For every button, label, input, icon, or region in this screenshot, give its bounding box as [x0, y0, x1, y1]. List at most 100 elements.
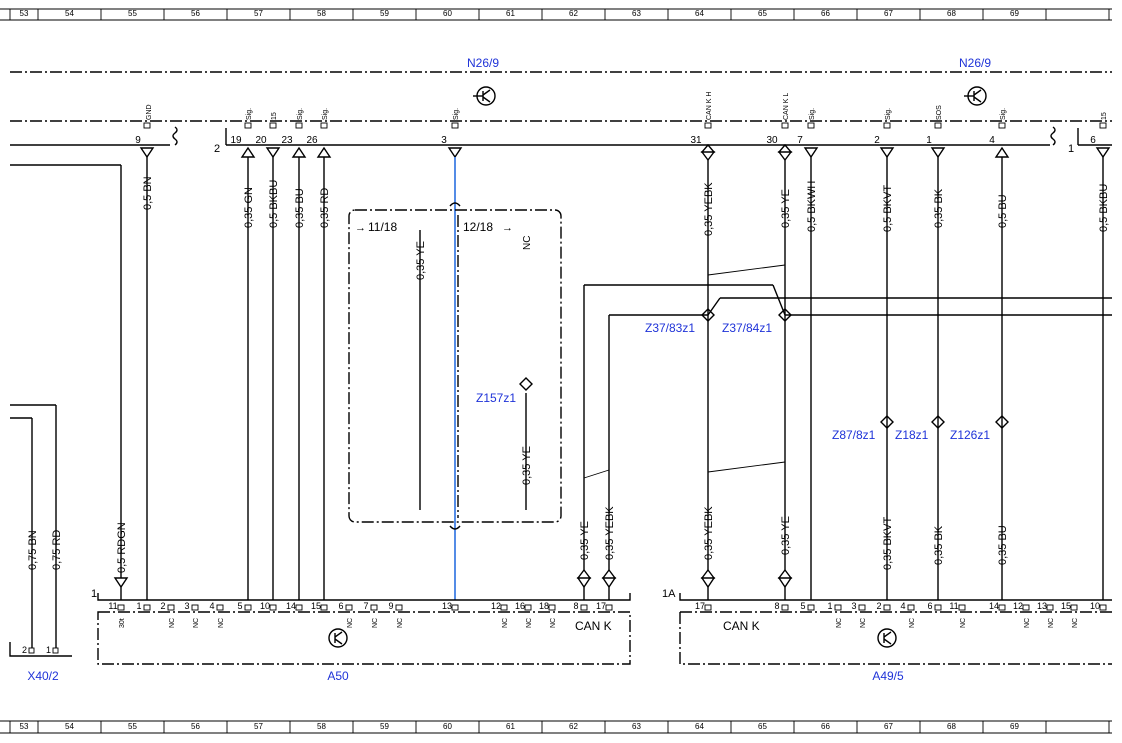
- svg-text:CAN K L: CAN K L: [783, 93, 790, 120]
- wire-label: 0,35 YE: [579, 521, 591, 560]
- bottom-grid-ruler: [0, 720, 1112, 734]
- connector-arrow-icon: [139, 143, 1111, 162]
- wire-label: 0,35 RD: [319, 188, 331, 228]
- a49-5-label: A49/5: [872, 669, 904, 683]
- grid-column-label: 67: [884, 9, 893, 18]
- module-pin: 15: [311, 601, 328, 611]
- svg-text:1: 1: [926, 135, 932, 146]
- svg-text:16: 16: [515, 601, 525, 611]
- grid-column-label: 61: [506, 9, 515, 18]
- module-pin: 4NC: [209, 601, 225, 628]
- svg-text:NC: NC: [1048, 618, 1055, 628]
- x40-2-label: X40/2: [27, 669, 59, 683]
- svg-text:NC: NC: [909, 618, 916, 628]
- svg-text:7: 7: [363, 601, 368, 611]
- grid-column-label: 64: [695, 722, 704, 731]
- svg-text:5: 5: [237, 601, 242, 611]
- wire-label: 0,35 BK: [933, 188, 945, 228]
- wire-label: 0,35 YEBK: [703, 506, 715, 560]
- transistor-icon: [877, 628, 897, 648]
- grid-column-label: 56: [191, 9, 200, 18]
- grid-column-label: 65: [758, 9, 767, 18]
- svg-text:8: 8: [573, 601, 578, 611]
- svg-text:11: 11: [108, 601, 117, 611]
- grid-column-label: 67: [884, 722, 893, 731]
- svg-text:15: 15: [311, 601, 321, 611]
- grid-column-label: 59: [380, 722, 389, 731]
- grid-column-label: 69: [1010, 722, 1019, 731]
- wire-label: 0,35 BKVT: [882, 517, 894, 570]
- svg-text:1: 1: [91, 588, 97, 600]
- connector-2-label: 2: [214, 143, 220, 155]
- svg-text:2: 2: [22, 645, 27, 655]
- nc-label: NC: [522, 236, 533, 250]
- transistor-icon: [964, 86, 987, 106]
- wire-label: 0,35 BU: [997, 525, 1009, 565]
- wire-label: 0,5 BKBU: [268, 180, 280, 228]
- transistor-icon: [473, 86, 496, 106]
- svg-text:4: 4: [900, 601, 905, 611]
- wire-label: 0,35 YE: [780, 516, 792, 555]
- svg-text:18: 18: [539, 601, 549, 611]
- n26-pin-26: 26 Sig.: [306, 108, 329, 146]
- wire-label: 0,35 BK: [933, 525, 945, 565]
- ref-12-18: 12/18: [463, 220, 493, 234]
- n26-pin-6: 6 15: [1090, 112, 1108, 146]
- wire-label: 0,35 YE: [415, 241, 427, 280]
- svg-text:NC: NC: [860, 618, 867, 628]
- ref-arrow-icon: →: [355, 222, 366, 234]
- module-pin: 6: [927, 601, 942, 611]
- grid-column-label: 58: [317, 9, 326, 18]
- svg-text:NC: NC: [960, 618, 967, 628]
- svg-text:17: 17: [596, 601, 606, 611]
- svg-text:26: 26: [306, 135, 318, 146]
- svg-text:2: 2: [874, 135, 880, 146]
- svg-text:17: 17: [695, 601, 705, 611]
- grid-column-label: 59: [380, 9, 389, 18]
- svg-text:6: 6: [927, 601, 932, 611]
- svg-text:14: 14: [989, 601, 999, 611]
- n26-pin-31: 31 CAN K H: [690, 92, 713, 146]
- svg-text:4: 4: [209, 601, 214, 611]
- svg-text:NC: NC: [347, 618, 354, 628]
- wire-label: 0,35 YE: [521, 446, 533, 485]
- svg-text:7: 7: [797, 135, 803, 146]
- connector-x40-2: 2 1 X40/2: [9, 642, 72, 683]
- svg-text:19: 19: [230, 135, 242, 146]
- n26-pin-19: 19 Sig.: [230, 108, 253, 146]
- svg-text:Sig.: Sig.: [809, 108, 816, 120]
- svg-text:11: 11: [949, 601, 958, 611]
- svg-text:12: 12: [1013, 601, 1023, 611]
- grid-column-label: 69: [1010, 9, 1019, 18]
- wire-label: 0,35 GN: [243, 187, 255, 228]
- n26-pin-30: 30 CAN K L: [766, 93, 790, 146]
- module-pin: 14: [989, 601, 1006, 611]
- svg-text:Sig.: Sig.: [1000, 108, 1007, 120]
- svg-text:13: 13: [442, 601, 452, 611]
- grid-column-label: 68: [947, 722, 956, 731]
- svg-text:10: 10: [1090, 601, 1100, 611]
- module-pin: 8: [573, 601, 588, 611]
- svg-text:SOS: SOS: [936, 105, 943, 120]
- svg-text:6: 6: [1090, 135, 1096, 146]
- grid-column-label: 68: [947, 9, 956, 18]
- wire-label: 0,35 YE: [780, 189, 792, 228]
- module-pin: 10: [1090, 601, 1107, 611]
- module-pin: 14: [286, 601, 303, 611]
- grid-column-label: 66: [821, 9, 830, 18]
- n26-pin-23: 23 Sig.: [281, 108, 304, 146]
- n26-pin-7: 7 Sig.: [797, 108, 816, 146]
- wire-label: 0,5 RDGN: [116, 522, 128, 573]
- svg-text:6: 6: [338, 601, 343, 611]
- svg-text:15: 15: [1061, 601, 1071, 611]
- svg-text:NC: NC: [526, 618, 533, 628]
- svg-text:3: 3: [851, 601, 856, 611]
- svg-text:1: 1: [46, 645, 51, 655]
- svg-text:4: 4: [989, 135, 995, 146]
